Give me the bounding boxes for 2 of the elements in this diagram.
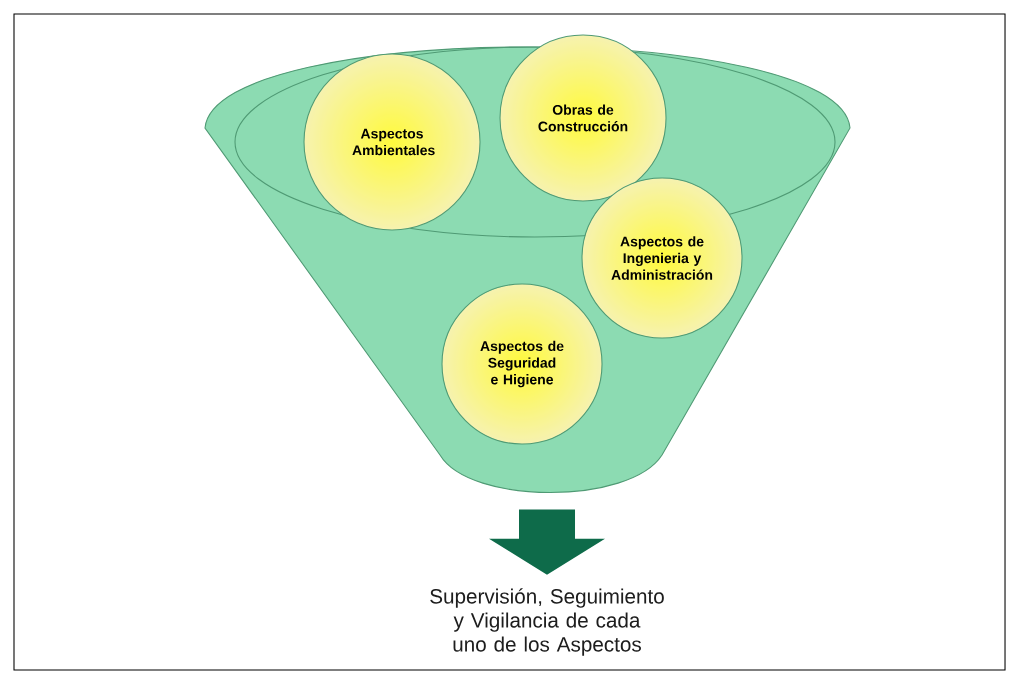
- block-arrow: [489, 509, 605, 575]
- result-text: Supervisión, Seguimiento y Vigilancia de cada uno de los Aspectos: [430, 588, 664, 656]
